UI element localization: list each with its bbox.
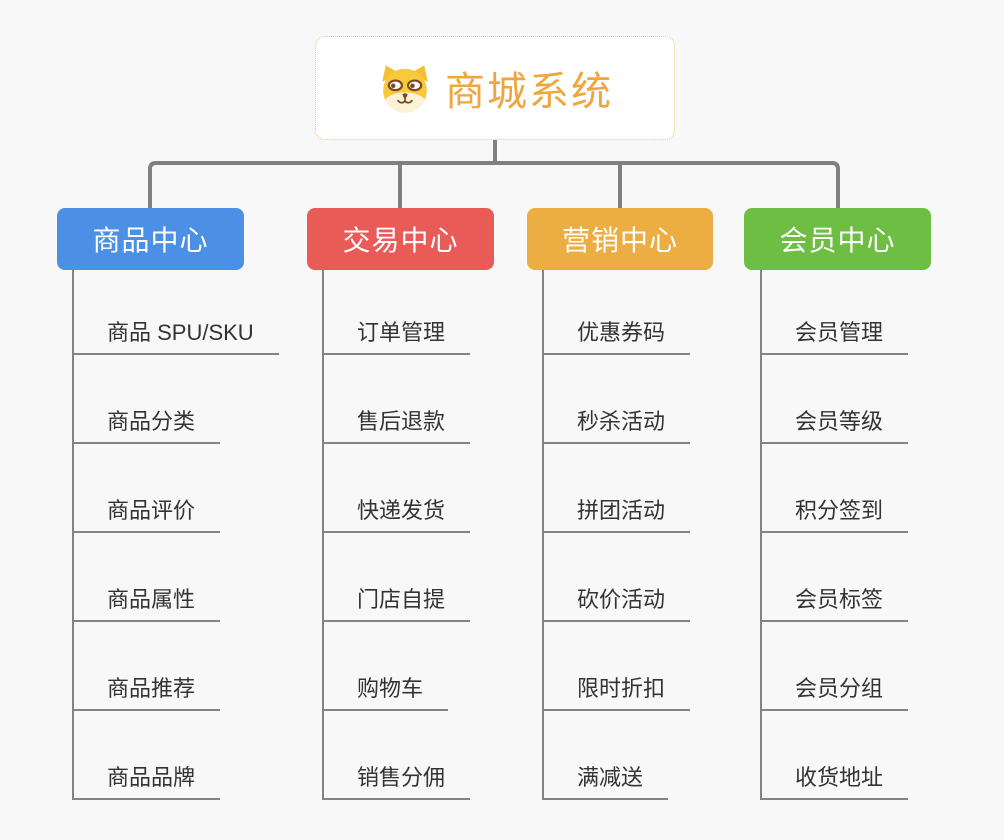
leaf-node[interactable]: 购物车 [324,671,449,711]
leaf-node[interactable]: 积分签到 [762,493,909,533]
leaf-node[interactable]: 拼团活动 [544,493,691,533]
branch-node-member-center[interactable]: 会员中心 [744,208,931,270]
leaf-node[interactable]: 会员等级 [762,404,909,444]
leaf-node[interactable]: 销售分佣 [324,760,471,800]
branch-node-product-center[interactable]: 商品中心 [57,208,244,270]
leaf-column-trade: 订单管理 售后退款 快递发货 门店自提 购物车 销售分佣 [322,270,471,800]
leaf-column-member: 会员管理 会员等级 积分签到 会员标签 会员分组 收货地址 [760,270,909,800]
leaf-node[interactable]: 满减送 [544,760,669,800]
leaf-node[interactable]: 商品 SPU/SKU [74,315,279,355]
leaf-node[interactable]: 优惠券码 [544,315,691,355]
leaf-node[interactable]: 会员管理 [762,315,909,355]
leaf-node[interactable]: 售后退款 [324,404,471,444]
leaf-node[interactable]: 快递发货 [324,493,471,533]
leaf-node[interactable]: 限时折扣 [544,671,691,711]
leaf-column-product: 商品 SPU/SKU 商品分类 商品评价 商品属性 商品推荐 商品品牌 [72,270,279,800]
leaf-node[interactable]: 商品品牌 [74,760,221,800]
leaf-column-marketing: 优惠券码 秒杀活动 拼团活动 砍价活动 限时折扣 满减送 [542,270,691,800]
branch-node-trade-center[interactable]: 交易中心 [307,208,494,270]
leaf-node[interactable]: 订单管理 [324,315,471,355]
leaf-node[interactable]: 秒杀活动 [544,404,691,444]
root-node[interactable]: 商城系统 [315,36,675,140]
leaf-node[interactable]: 商品分类 [74,404,221,444]
leaf-node[interactable]: 会员标签 [762,582,909,622]
leaf-node[interactable]: 收货地址 [762,760,909,800]
leaf-node[interactable]: 商品评价 [74,493,221,533]
leaf-node[interactable]: 商品属性 [74,582,221,622]
branch-node-marketing-center[interactable]: 营销中心 [527,208,713,270]
leaf-node[interactable]: 门店自提 [324,582,471,622]
leaf-node[interactable]: 商品推荐 [74,671,221,711]
dog-face-icon [382,65,428,113]
root-title: 商城系统 [445,70,613,114]
leaf-node[interactable]: 砍价活动 [544,582,691,622]
leaf-node[interactable]: 会员分组 [762,671,909,711]
